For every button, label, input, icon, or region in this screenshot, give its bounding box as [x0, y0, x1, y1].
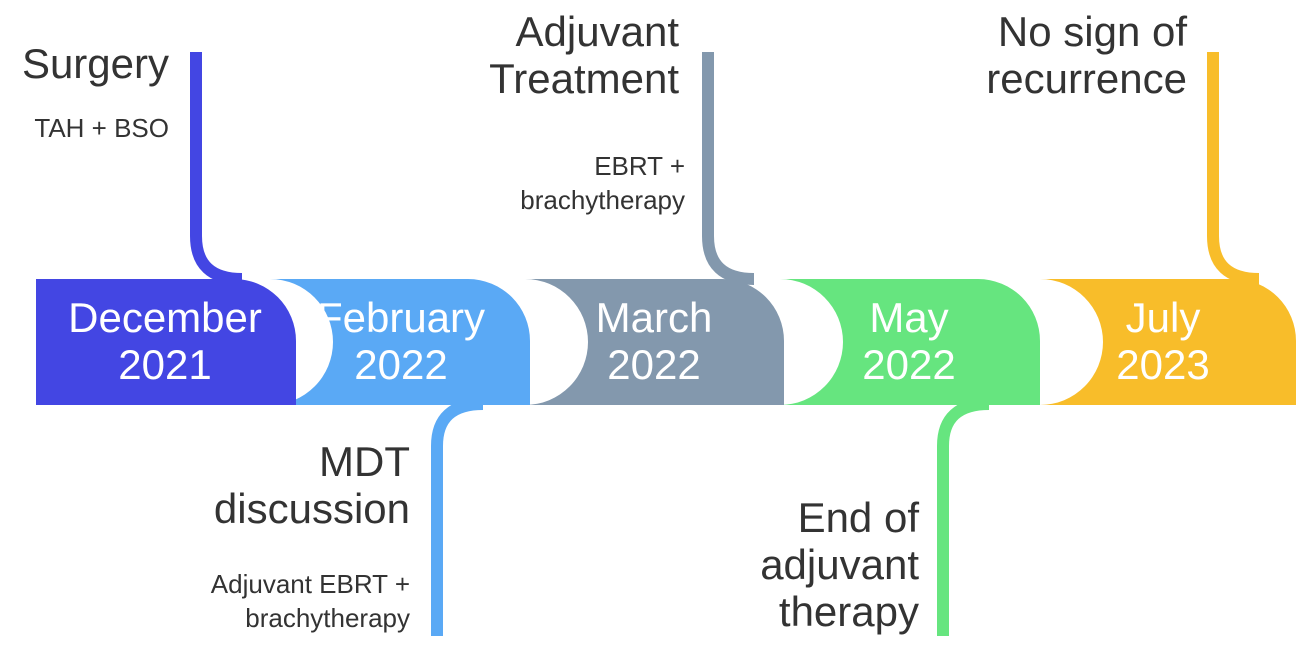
date-july: July 2023 [1050, 294, 1276, 388]
event-end-of-therapy-title: End of adjuvant therapy [760, 494, 919, 635]
event-adjuvant-treatment-title-line1: Adjuvant [515, 8, 679, 55]
date-december-year: 2021 [118, 341, 212, 389]
event-no-recurrence-title-line1: No sign of [997, 8, 1187, 55]
event-mdt-detail-line2: brachytherapy [245, 602, 410, 633]
date-july-month: July [1125, 294, 1201, 341]
date-may-month: May [869, 294, 949, 341]
event-adjuvant-treatment-detail-line2: brachytherapy [520, 184, 685, 215]
event-surgery-title-line1: Surgery [21, 40, 169, 87]
date-may: May 2022 [796, 294, 1022, 388]
event-mdt-detail: Adjuvant EBRT + brachytherapy [211, 568, 410, 636]
date-march-month: March [595, 294, 713, 341]
connector-march [702, 52, 755, 285]
date-february-month: February [316, 294, 486, 341]
date-july-year: 2023 [1116, 341, 1210, 389]
event-surgery-title: Surgery [22, 40, 169, 87]
segment-july [1040, 279, 1296, 405]
date-december: December 2021 [52, 294, 278, 388]
event-adjuvant-treatment-title-line2: Treatment [489, 55, 679, 103]
event-end-of-therapy-title-line2: adjuvant [760, 541, 919, 589]
event-no-recurrence-title: No sign of recurrence [986, 8, 1187, 102]
event-mdt-title: MDT discussion [214, 438, 410, 532]
date-march-year: 2022 [607, 341, 701, 389]
event-mdt-title-line1: MDT [319, 438, 410, 485]
event-end-of-therapy-title-line3: therapy [778, 588, 919, 636]
date-february-year: 2022 [354, 341, 448, 389]
segment-may [780, 279, 1040, 405]
event-end-of-therapy-title-line1: End of [797, 494, 919, 541]
date-february: February 2022 [288, 294, 514, 388]
event-no-recurrence-title-line2: recurrence [986, 55, 1187, 103]
event-mdt-title-line2: discussion [213, 485, 410, 533]
date-march: March 2022 [541, 294, 767, 388]
event-surgery-detail-line1: TAH + BSO [34, 113, 169, 143]
date-may-year: 2022 [862, 341, 956, 389]
event-adjuvant-treatment-detail: EBRT + brachytherapy [520, 150, 685, 218]
event-adjuvant-treatment-detail-line1: EBRT + [594, 151, 685, 181]
event-surgery-detail: TAH + BSO [34, 112, 169, 146]
connector-december [190, 52, 243, 285]
date-december-month: December [68, 294, 262, 341]
event-mdt-detail-line1: Adjuvant EBRT + [210, 569, 410, 599]
segment-march [525, 279, 784, 405]
segment-december [36, 279, 296, 405]
segment-february [270, 279, 530, 405]
connector-february [431, 398, 484, 636]
connector-may [937, 398, 990, 636]
connector-july [1207, 52, 1260, 285]
event-adjuvant-treatment-title: Adjuvant Treatment [489, 8, 679, 102]
